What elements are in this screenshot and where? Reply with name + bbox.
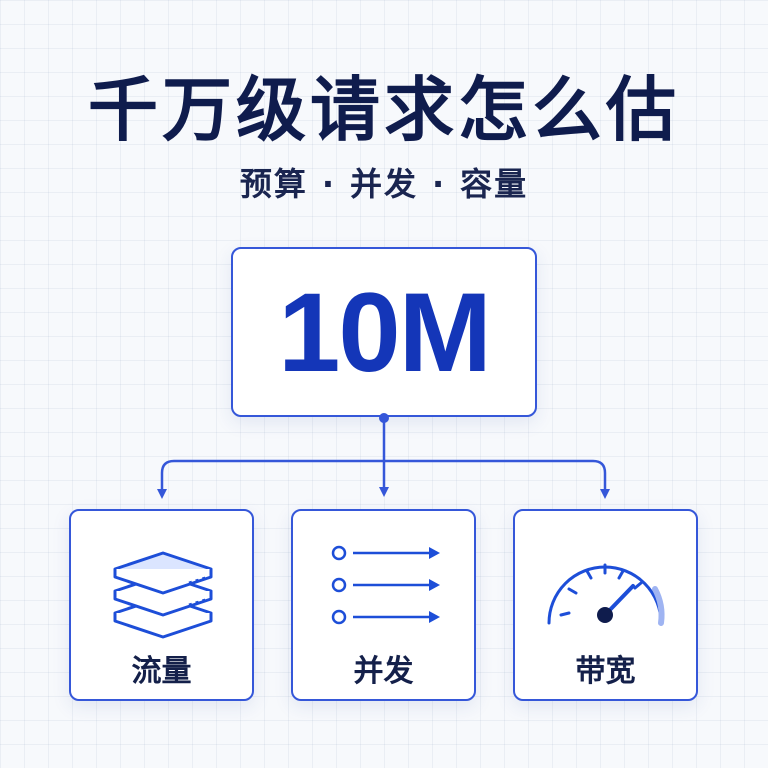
subtitle-separator: · — [321, 165, 336, 203]
subtitle-item-budget: 预算 — [239, 165, 308, 203]
card-traffic-label: 流量 — [131, 654, 192, 689]
connector-node — [379, 413, 389, 423]
page-title: 千万级请求怎么估 — [88, 69, 680, 151]
speedometer-icon — [547, 563, 665, 626]
subtitle-item-capacity: 容量 — [460, 165, 529, 203]
card-concurrency: 并发 — [291, 509, 476, 701]
subtitle-item-concurrency: 并发 — [349, 165, 418, 203]
stacked-layers-icon — [113, 551, 213, 639]
card-bandwidth-label: 带宽 — [575, 654, 636, 689]
parallel-arrows-icon — [331, 545, 440, 625]
subtitle: 预算 · 并发 · 容量 — [0, 162, 768, 206]
card-bandwidth: 带宽 — [513, 509, 698, 701]
connector-left-branch — [157, 459, 384, 499]
subtitle-separator: · — [432, 165, 447, 203]
card-concurrency-label: 并发 — [353, 654, 414, 689]
connector-right-branch — [384, 459, 610, 499]
main-value-box: 10M — [231, 247, 537, 417]
card-traffic: 流量 — [69, 509, 254, 701]
main-value: 10M — [278, 269, 492, 395]
